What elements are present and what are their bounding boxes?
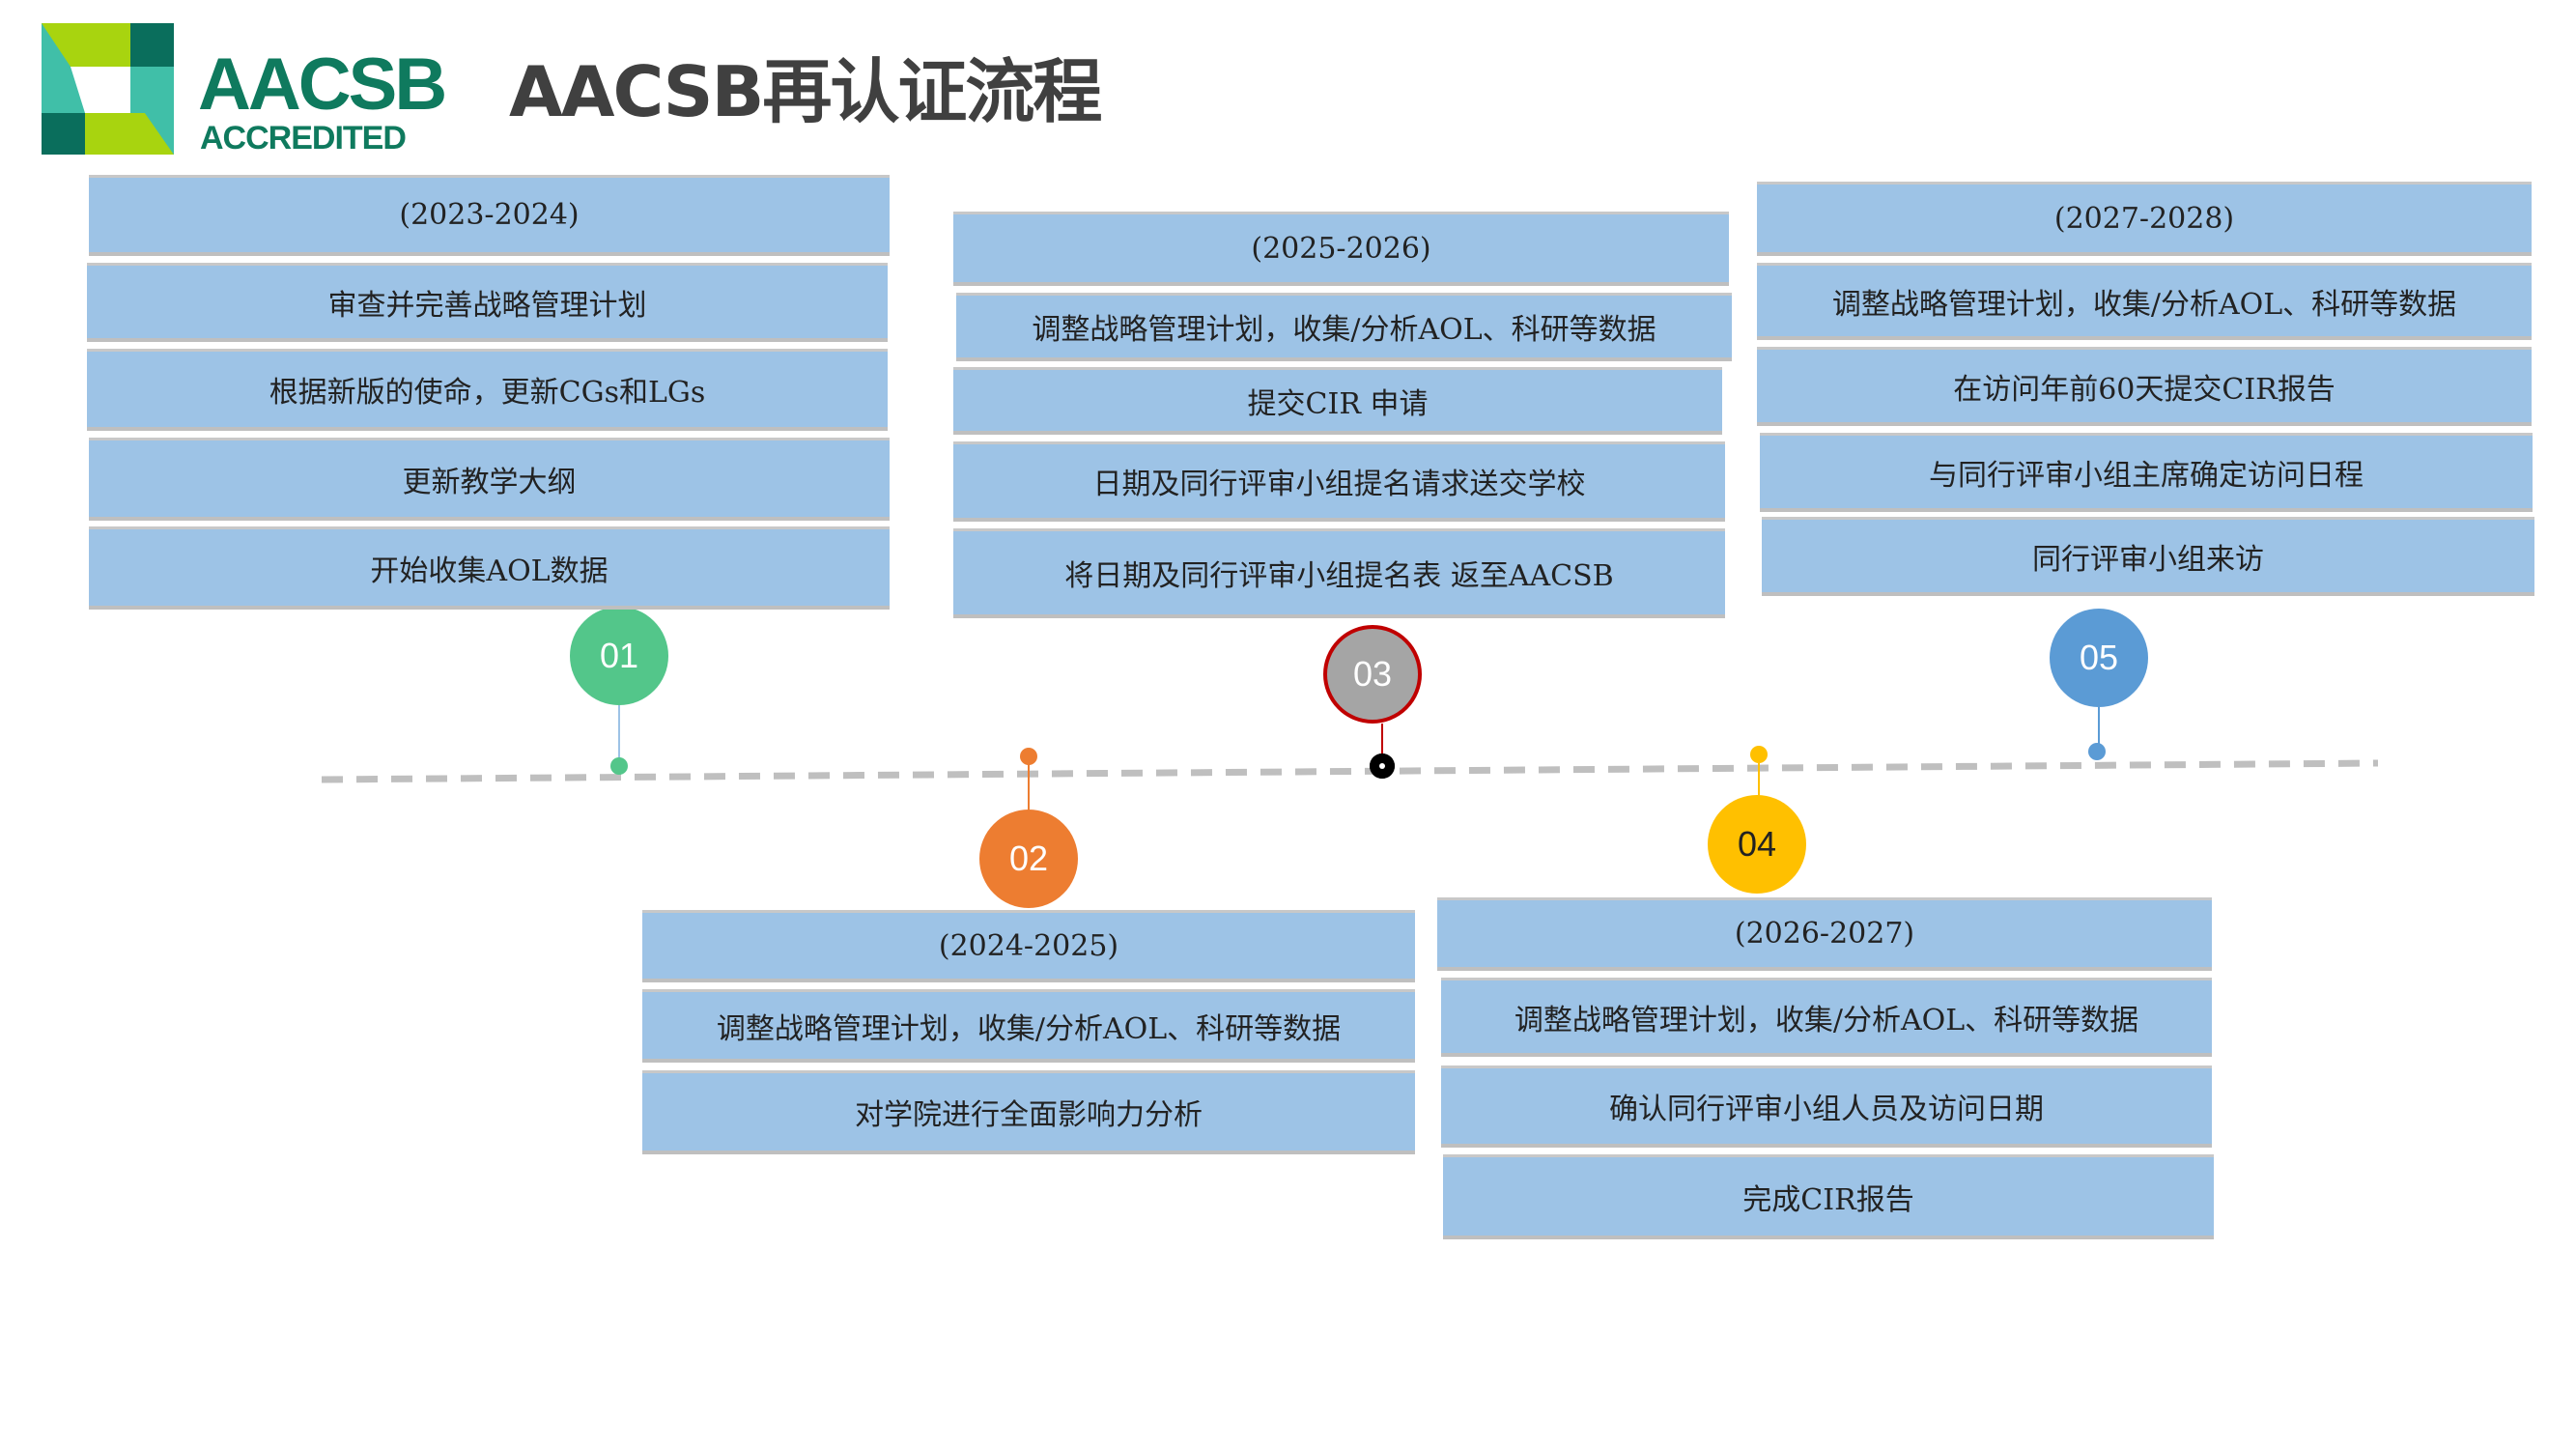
logo-mark-icon (42, 23, 174, 155)
stage-01-item: 更新教学大纲 (89, 438, 890, 521)
stage-01-year: (2023-2024) (89, 175, 890, 256)
timeline-dot-02 (1020, 748, 1037, 765)
timeline-dot-04 (1750, 746, 1768, 763)
stage-05-item: 与同行评审小组主席确定访问日程 (1760, 433, 2533, 512)
stage-03-item: 提交CIR 申请 (953, 367, 1722, 435)
stage-badge-01: 01 (570, 607, 668, 705)
page-title: AACSB再认证流程 (509, 51, 1102, 132)
stage-01-item: 审查并完善战略管理计划 (87, 263, 888, 342)
stem-03 (1381, 724, 1383, 766)
stage-04-item: 调整战略管理计划，收集/分析AOL、科研等数据 (1441, 978, 2212, 1057)
aacsb-logo: AACSB ACCREDITED (42, 23, 447, 155)
timeline-dot-01 (610, 757, 628, 775)
stem-02 (1028, 763, 1030, 811)
logo-text-accredited: ACCREDITED (200, 120, 407, 156)
stage-04-item: 确认同行评审小组人员及访问日期 (1441, 1065, 2212, 1148)
stem-01 (618, 705, 620, 763)
stage-03-year: (2025-2026) (953, 212, 1729, 286)
stage-badge-05: 05 (2050, 609, 2148, 707)
stage-badge-03: 03 (1323, 625, 1422, 724)
stage-02-year: (2024-2025) (642, 910, 1415, 982)
stage-03-item: 日期及同行评审小组提名请求送交学校 (953, 441, 1725, 522)
stage-badge-02: 02 (979, 810, 1078, 908)
stage-05-item: 同行评审小组来访 (1762, 517, 2534, 596)
stage-03-item: 调整战略管理计划，收集/分析AOL、科研等数据 (956, 293, 1732, 361)
logo-text-aacsb: AACSB (198, 43, 447, 126)
timeline-dot-03 (1370, 753, 1395, 779)
timeline-dot-05 (2088, 743, 2106, 760)
stage-03-item: 将日期及同行评审小组提名表 返至AACSB (953, 528, 1725, 618)
stem-04 (1758, 763, 1760, 797)
stage-05-year: (2027-2028) (1757, 182, 2532, 256)
stem-05 (2098, 707, 2100, 752)
stage-02-item: 对学院进行全面影响力分析 (642, 1070, 1415, 1154)
stage-05-item: 调整战略管理计划，收集/分析AOL、科研等数据 (1757, 263, 2532, 340)
stage-04-year: (2026-2027) (1437, 897, 2212, 971)
stage-02-item: 调整战略管理计划，收集/分析AOL、科研等数据 (642, 989, 1415, 1063)
stage-04-item: 完成CIR报告 (1443, 1154, 2214, 1239)
stage-01-item: 开始收集AOL数据 (89, 526, 890, 610)
stage-01-item: 根据新版的使命，更新CGs和LGs (87, 349, 888, 431)
stage-badge-04: 04 (1708, 795, 1806, 894)
stage-05-item: 在访问年前60天提交CIR报告 (1757, 347, 2532, 426)
